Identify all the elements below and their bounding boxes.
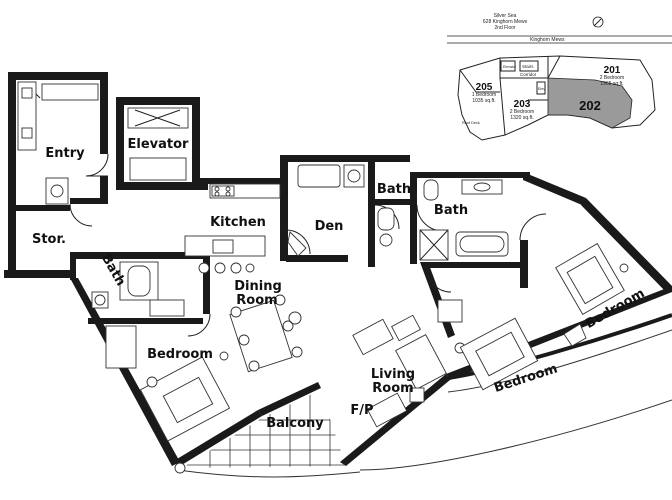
room-label-living-1: Living: [371, 367, 415, 382]
den-furniture: [287, 164, 365, 257]
living-furniture: [352, 314, 466, 428]
key-elevator-label: Elevator: [503, 65, 517, 69]
key-building-name: Silver Sea: [494, 13, 517, 19]
bedroom-left-furniture: [105, 325, 231, 442]
compass-north-icon: [592, 16, 604, 28]
key-plan: Silver Sea 628 Kinghorn Mews 2nd Floor K…: [447, 13, 672, 141]
key-unit-205-number: 205: [476, 82, 493, 93]
bedroom-right-furniture: [437, 243, 629, 391]
key-unit-203-area: 1320 sq.ft.: [510, 115, 533, 121]
room-label-bedroom-left: Bedroom: [147, 347, 213, 362]
room-label-den: Den: [315, 219, 344, 234]
key-unit-202-number: 202: [579, 98, 601, 113]
key-address: 628 Kinghorn Mews: [483, 19, 528, 25]
room-label-dining-1: Dining: [234, 279, 282, 294]
key-floor: 2nd Floor: [494, 25, 515, 31]
key-unit-201-number: 201: [604, 65, 621, 76]
key-unit-202: [547, 77, 633, 129]
key-elev-label: Elev: [538, 87, 545, 91]
room-label-elevator: Elevator: [128, 137, 190, 152]
entry-closets: [17, 81, 99, 205]
key-street: Kinghorn Mews: [530, 37, 565, 43]
key-unit-203-number: 203: [514, 99, 531, 110]
key-unit-203-desc: 2 Bedroom: [510, 109, 534, 115]
left-bath-fixtures: [91, 261, 185, 317]
key-unit-201-area: 1965 sq.ft.: [600, 81, 623, 87]
room-label-kitchen: Kitchen: [210, 215, 266, 230]
elevator-cab: [127, 107, 189, 181]
room-label-fp: F/P: [350, 403, 373, 418]
small-bath-fixtures: [377, 207, 395, 247]
room-label-bath-main: Bath: [434, 203, 468, 218]
key-unit-205-desc: 1 Bedroom: [472, 92, 496, 98]
room-label-bath-small: Bath: [377, 182, 411, 197]
key-unit-205-area: 1035 sq.ft.: [472, 98, 495, 104]
room-label-balcony: Balcony: [266, 416, 324, 431]
key-roof-deck-label: Roof Deck: [462, 121, 480, 125]
kitchen-fixtures: [184, 183, 281, 274]
room-label-living-2: Room: [372, 381, 413, 396]
room-label-entry: Entry: [45, 146, 85, 161]
dining-furniture: [229, 294, 303, 373]
key-stairs-label: Stairs: [522, 64, 534, 69]
room-label-dining-2: Room: [236, 293, 277, 308]
main-bath-fixtures: [419, 179, 509, 261]
room-label-stor: Stor.: [32, 232, 66, 247]
key-corridor-label: Corridor: [520, 72, 537, 77]
key-unit-201-desc: 2 Bedroom: [600, 75, 624, 81]
